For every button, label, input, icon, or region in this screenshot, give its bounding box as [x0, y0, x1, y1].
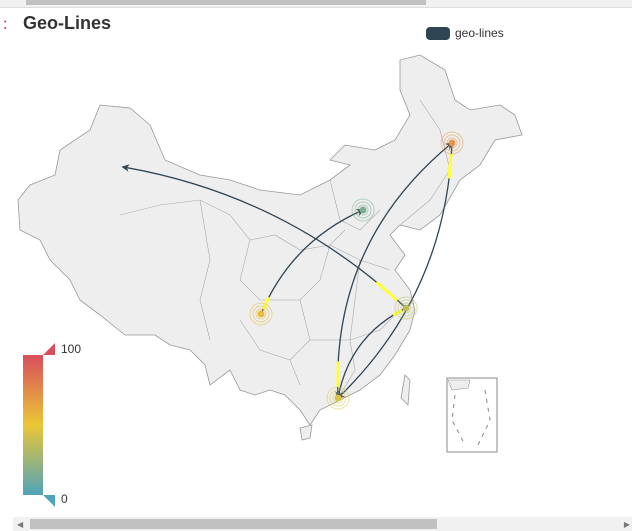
city-point-beijing[interactable]	[351, 198, 375, 222]
ripple-ring	[446, 137, 458, 149]
ripple-ring	[443, 134, 461, 152]
point-dot	[402, 304, 410, 312]
city-point-harbin[interactable]	[440, 131, 464, 155]
route-trail-effect	[375, 280, 399, 302]
ripple-ring	[400, 302, 412, 314]
ripple-ring	[394, 296, 418, 320]
bottom-scrollbar[interactable]: ◀ ▶	[13, 517, 632, 531]
ripple-ring	[440, 131, 464, 155]
ripple-ring	[357, 204, 369, 216]
marker-text: ：	[2, 17, 16, 32]
legend-label: geo-lines	[455, 26, 504, 40]
legend-swatch	[426, 26, 450, 40]
visualmap-bar[interactable]	[23, 355, 43, 495]
scroll-left-icon[interactable]: ◀	[17, 520, 24, 529]
ripple-ring	[252, 305, 270, 323]
point-dot	[257, 310, 265, 318]
point-dot	[359, 206, 367, 214]
china-outline[interactable]	[17, 54, 523, 426]
china-map	[17, 54, 523, 453]
visualmap-max-handle[interactable]	[43, 343, 55, 355]
route-line-shanghai-urumqi[interactable]	[121, 164, 407, 309]
taiwan[interactable]	[400, 374, 411, 406]
city-point-shanghai[interactable]	[394, 296, 418, 320]
hainan[interactable]	[299, 424, 313, 441]
ripple-ring	[332, 392, 344, 404]
ripple-ring	[329, 389, 347, 407]
ripple-ring	[351, 198, 375, 222]
province-borders	[119, 99, 451, 396]
ripple-ring	[397, 299, 415, 317]
point-dot	[448, 139, 456, 147]
ripple-ring	[326, 386, 350, 410]
visualmap-min-handle[interactable]	[43, 495, 55, 507]
city-point-chengdu[interactable]	[249, 302, 273, 326]
city-point-guangzhou[interactable]	[326, 386, 350, 410]
route-trail-effect	[392, 308, 403, 317]
route-line-harbin-guangzhou[interactable]	[336, 142, 453, 400]
top-scrollbar[interactable]	[0, 0, 632, 8]
visualmap-max-label: 100	[61, 342, 82, 356]
top-scrollbar-thumb[interactable]	[26, 0, 426, 5]
route-trail-effect	[447, 153, 453, 179]
visualmap-min-label: 0	[61, 492, 68, 506]
point-dot	[334, 394, 342, 402]
scroll-right-icon[interactable]: ▶	[623, 520, 630, 529]
route-line-guangzhou-harbin[interactable]	[336, 142, 454, 399]
ripple-ring	[255, 308, 267, 320]
south-china-sea-inset	[446, 377, 498, 453]
ripple-ring	[249, 302, 273, 326]
bottom-scrollbar-thumb[interactable]	[30, 519, 437, 529]
legend-item-geo-lines[interactable]: geo-lines	[426, 26, 504, 40]
ripple-ring	[354, 201, 372, 219]
chart-title: Geo-Lines	[23, 13, 112, 33]
